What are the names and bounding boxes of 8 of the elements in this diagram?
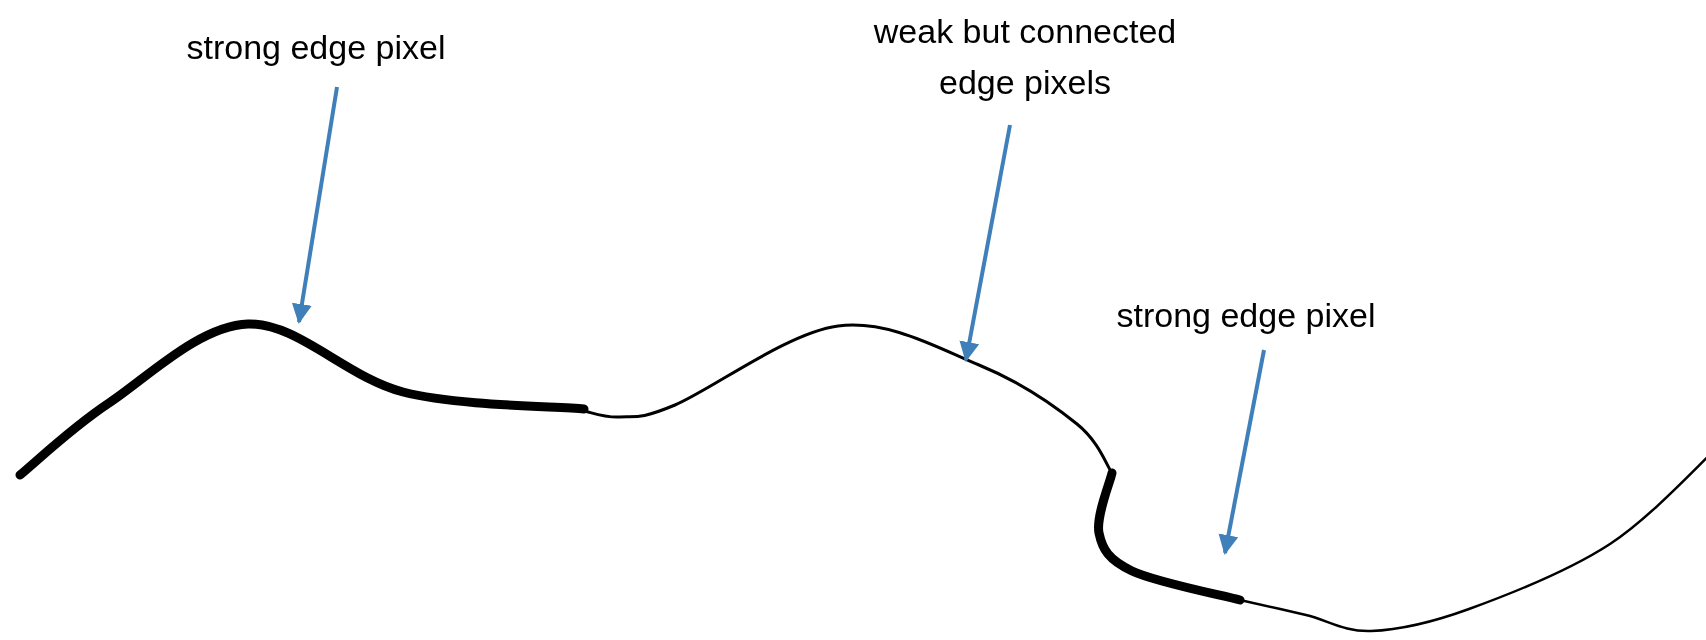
callout-label: strong edge pixel [186,28,446,66]
callout-label: weak but connected edge pixels [873,12,1177,101]
strong-edge-curve [15,319,589,480]
callout-label: strong edge pixel [1116,296,1376,334]
leader-arrow [292,86,339,324]
strong-edge-curve [1094,468,1245,605]
leader-arrow [959,124,1012,362]
leader-arrow [1218,349,1266,555]
